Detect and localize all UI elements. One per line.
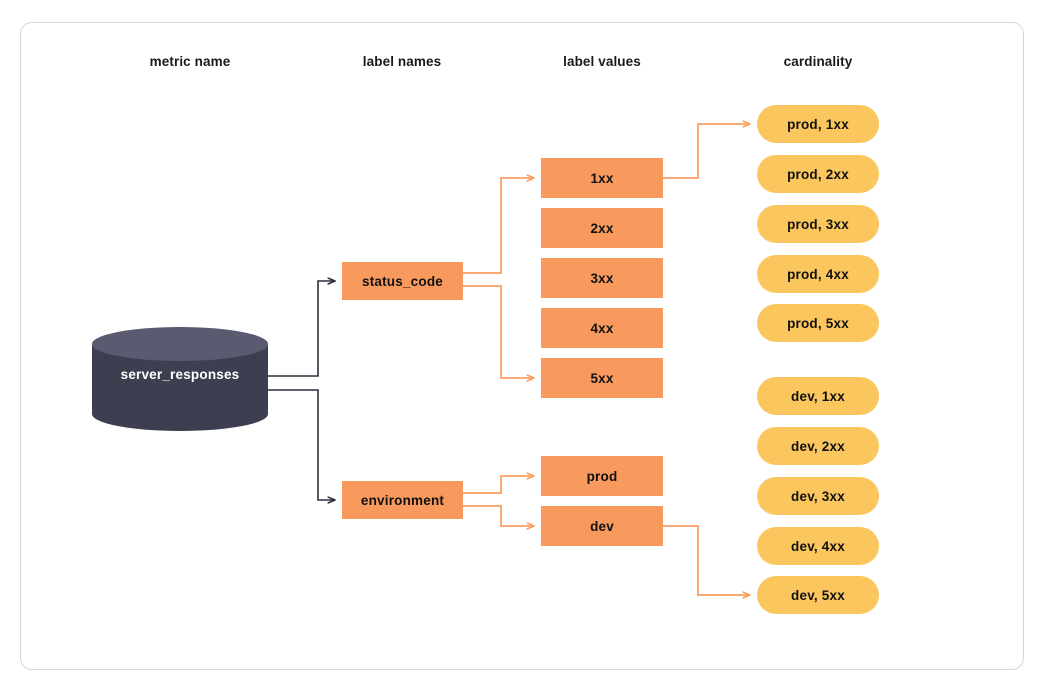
label-value-1xx[interactable]: 1xx bbox=[541, 158, 663, 198]
cardinality-pill-prod-5xx[interactable]: prod, 5xx bbox=[757, 304, 879, 342]
label-name-status-code[interactable]: status_code bbox=[342, 262, 463, 300]
cardinality-pill-dev-5xx[interactable]: dev, 5xx bbox=[757, 576, 879, 614]
cardinality-pill-dev-1xx[interactable]: dev, 1xx bbox=[757, 377, 879, 415]
label-name-environment[interactable]: environment bbox=[342, 481, 463, 519]
cardinality-pill-dev-3xx[interactable]: dev, 3xx bbox=[757, 477, 879, 515]
metric-name-label: server_responses bbox=[120, 367, 240, 382]
cardinality-pill-dev-2xx[interactable]: dev, 2xx bbox=[757, 427, 879, 465]
label-value-prod[interactable]: prod bbox=[541, 456, 663, 496]
label-value-3xx[interactable]: 3xx bbox=[541, 258, 663, 298]
column-header-metric-name: metric name bbox=[149, 54, 231, 69]
column-header-cardinality: cardinality bbox=[783, 54, 853, 69]
label-value-5xx[interactable]: 5xx bbox=[541, 358, 663, 398]
cardinality-pill-prod-1xx[interactable]: prod, 1xx bbox=[757, 105, 879, 143]
cardinality-pill-dev-4xx[interactable]: dev, 4xx bbox=[757, 527, 879, 565]
cardinality-pill-prod-2xx[interactable]: prod, 2xx bbox=[757, 155, 879, 193]
cylinder-top-icon bbox=[92, 327, 268, 361]
metric-cylinder[interactable]: server_responses bbox=[92, 327, 268, 431]
label-value-2xx[interactable]: 2xx bbox=[541, 208, 663, 248]
label-value-4xx[interactable]: 4xx bbox=[541, 308, 663, 348]
cardinality-pill-prod-3xx[interactable]: prod, 3xx bbox=[757, 205, 879, 243]
label-value-dev[interactable]: dev bbox=[541, 506, 663, 546]
column-header-label-values: label values bbox=[563, 54, 641, 69]
cardinality-pill-prod-4xx[interactable]: prod, 4xx bbox=[757, 255, 879, 293]
column-header-label-names: label names bbox=[362, 54, 442, 69]
